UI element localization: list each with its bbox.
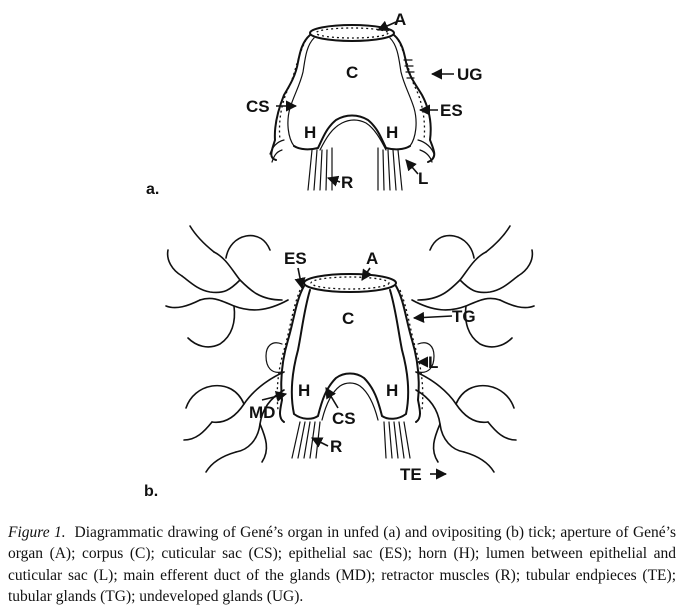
- label-a-cuticular-sac: CS: [246, 97, 270, 116]
- label-b-aperture: A: [366, 249, 378, 268]
- label-b-corpus: C: [342, 309, 354, 328]
- label-a-lumen: L: [418, 169, 428, 188]
- label-a-epithelial-sac: ES: [440, 101, 463, 120]
- label-b-retractor: R: [330, 437, 342, 456]
- panel-b-letter: b.: [144, 483, 158, 500]
- label-a-horn-right: H: [386, 123, 398, 142]
- gene-organ-figure: A C UG CS ES H H L R a.: [144, 10, 535, 500]
- label-b-tubular-endpieces: TE: [400, 465, 422, 484]
- label-b-epithelial-sac: ES: [284, 249, 307, 268]
- panel-a-drawing: [269, 24, 436, 191]
- label-a-aperture: A: [394, 10, 406, 29]
- label-b-tubular-glands: TG: [452, 307, 476, 326]
- caption-text: Diagrammatic drawing of Gené’s organ in …: [8, 523, 676, 606]
- panel-a-labels: A C UG CS ES H H L R: [246, 10, 483, 192]
- panel-b-drawing: [165, 225, 535, 473]
- label-a-horn-left: H: [304, 123, 316, 142]
- figure-caption: Figure 1. Diagrammatic drawing of Gené’s…: [8, 522, 676, 608]
- caption-label: Figure 1.: [8, 523, 66, 541]
- label-a-retractor: R: [341, 173, 353, 192]
- panel-a-letter: a.: [146, 181, 159, 198]
- label-b-horn-left: H: [298, 381, 310, 400]
- label-b-main-duct: MD: [249, 403, 275, 422]
- label-b-horn-right: H: [386, 381, 398, 400]
- label-b-cuticular-sac: CS: [332, 409, 356, 428]
- label-a-corpus: C: [346, 63, 358, 82]
- label-a-undeveloped-glands: UG: [457, 65, 483, 84]
- label-b-lumen: L: [428, 353, 438, 372]
- panel-b-labels: ES A C TG L H H MD CS R TE: [249, 249, 476, 484]
